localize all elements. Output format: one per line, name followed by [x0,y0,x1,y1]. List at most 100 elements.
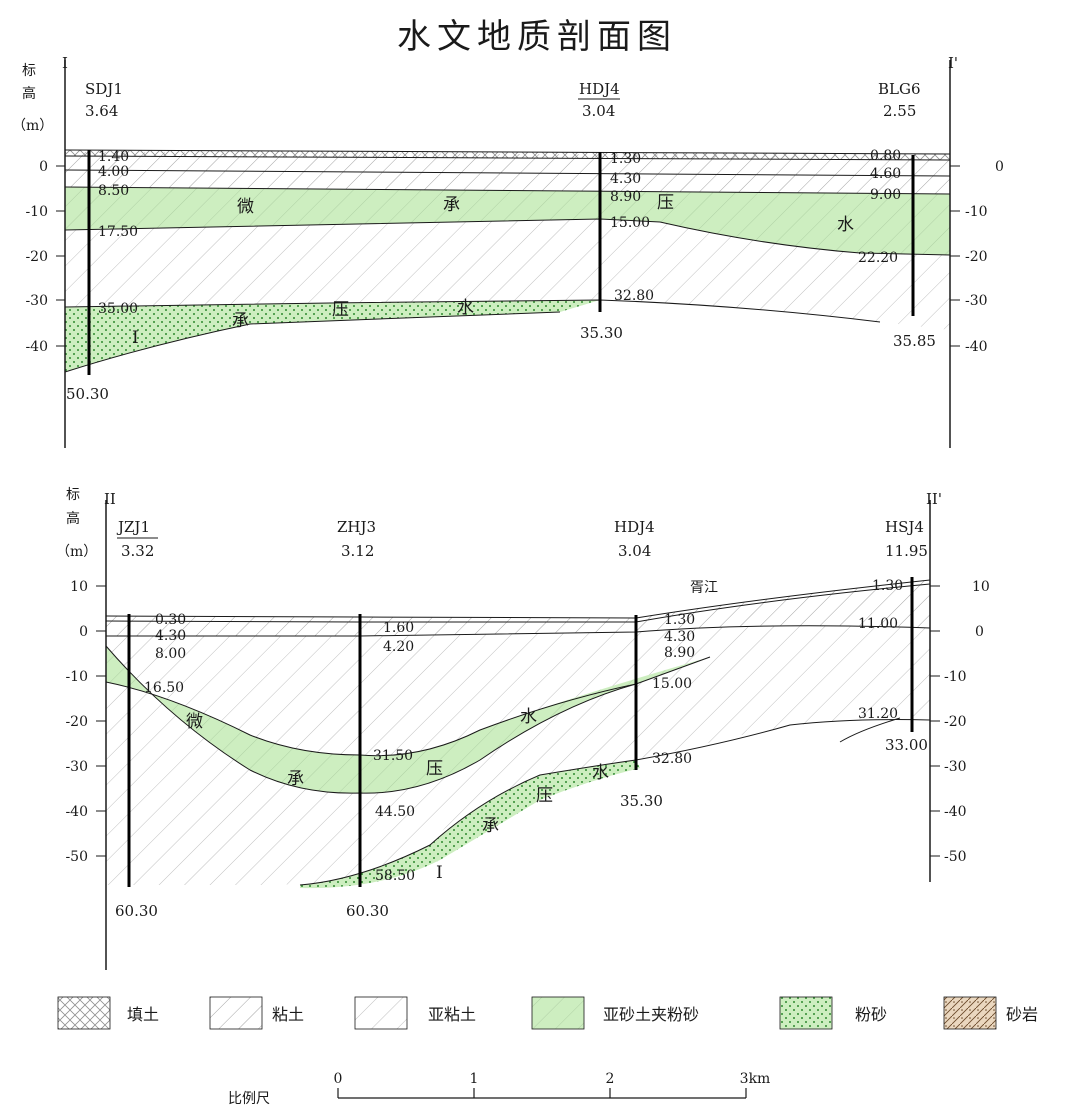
s2-subclay-layer [106,625,930,885]
s2-depth-label: 31.20 [858,706,898,722]
s1-zone-upper-char: 水 [837,215,854,235]
s2-depth-label: 1.60 [383,620,414,636]
s1-zone-lower-char: 承 [232,311,249,331]
s1-rtick-0: 0 [995,159,1004,175]
s2-depth-label: 15.00 [652,676,692,692]
scale-tick: 2 [606,1071,615,1087]
s2-tick-m40: -40 [65,804,88,820]
s2-tick-m30: -30 [65,759,88,775]
scale-tick: 0 [334,1071,343,1087]
s2-depth-label: 0.30 [155,612,186,628]
s1-bore-elev-blg6: 2.55 [883,102,916,120]
s2-tick-m10: -10 [65,669,88,685]
s1-depth-label: 1.40 [98,149,129,165]
s1-bore-name-blg6: BLG6 [878,80,921,98]
s1-bore-name-hdj4: HDJ4 [579,80,620,98]
s1-zone-lower-char: 水 [457,298,474,318]
s1-depth-label: 22.20 [858,250,898,266]
s1-bore-elev-sdj1: 3.64 [85,102,118,120]
s2-bore-name-hdj4: HDJ4 [614,518,655,536]
legend: 填土 粘土 亚粘土 亚砂土夹粉砂 粉砂 砂岩 [57,996,1038,1030]
section-2: II II' 标 高 （m） 10 0 -10 -20 -30 -40 [56,487,990,970]
s2-rtick-0: 0 [975,624,984,640]
s1-depth-label: 8.90 [610,189,641,205]
s2-tick-10: 10 [70,579,88,595]
s1-bore-elev-hdj4: 3.04 [582,102,615,120]
s2-right-mark: II' [926,490,942,508]
s2-depth-label: 4.30 [664,629,695,645]
s2-rtick-m10: -10 [944,669,967,685]
s1-zone-lower-char: 压 [332,300,349,320]
s2-axis-label-2: 高 [66,510,80,527]
s1-zone-upper-char: 压 [657,193,674,213]
s2-depth-label: 31.50 [373,748,413,764]
s1-tick-m30: -30 [25,293,48,309]
s2-rtick-m50: -50 [944,849,967,865]
s1-subclay-layer [65,219,950,330]
s2-tick-m20: -20 [65,714,88,730]
scale-tick: 1 [470,1071,479,1087]
s1-depth-label: 0.80 [870,148,901,164]
legend-label: 填土 [127,1005,159,1024]
s2-bore-elev-hsj4: 11.95 [885,542,928,560]
s2-zone-upper-char: 承 [287,769,304,789]
s1-right-mark: I' [948,54,958,72]
s2-rtick-m30: -30 [944,759,967,775]
s1-depth-label: 15.00 [610,215,650,231]
s2-river-label: 胥江 [690,580,718,596]
s2-zone-lower-char: 水 [592,763,609,783]
s1-axis-label-1: 标 [22,63,36,79]
s2-depth-label: 58.50 [375,868,415,884]
s2-left-mark: II [104,490,116,508]
s1-rtick-m30: -30 [965,293,988,309]
s2-silt-sand-layer [300,760,640,889]
legend-label: 亚砂土夹粉砂 [603,1005,699,1024]
s2-depth-label: 1.30 [872,578,903,594]
legend-swatch-silt-sand [779,996,833,1030]
s2-tick-m50: -50 [65,849,88,865]
s1-depth-label: 8.50 [98,183,129,199]
s2-axis-label-unit: （m） [56,544,97,560]
legend-swatch-sandstone [943,996,997,1030]
s2-depth-label: 1.30 [664,612,695,628]
s1-depth-label: 32.80 [614,288,654,304]
scale-tick: 3km [740,1071,771,1087]
s1-tick-m20: -20 [25,249,48,265]
s1-bottom-hdj4: 35.30 [580,324,623,342]
s2-green-layer [106,646,710,794]
s1-depth-label: 35.00 [98,301,138,317]
s1-bottom-blg6: 35.85 [893,332,936,350]
section-1: I I' 标 高 （m） 0 -10 -20 -30 -40 0 -10 -20… [12,54,1004,448]
s2-rtick-m40: -40 [944,804,967,820]
s2-bottom-jzj1: 60.30 [115,902,158,920]
s2-bore-name-zhj3: ZHJ3 [337,518,376,536]
s2-zone-lower-char: I [436,863,443,883]
scale-label: 比例尺 [228,1091,270,1107]
s1-silt-sand-layer [65,300,600,372]
s2-depth-label: 8.90 [664,645,695,661]
s1-rtick-m10: -10 [965,204,988,220]
s1-fill-layer [65,150,950,160]
s2-bottom-hdj4: 35.30 [620,792,663,810]
s1-zone-upper-char: 微 [237,197,254,217]
legend-swatch-subclay [354,996,408,1030]
s1-axis-label-unit: （m） [12,118,53,134]
s1-depth-label: 4.00 [98,164,129,180]
legend-label: 砂岩 [1006,1005,1038,1024]
s2-rtick-m20: -20 [944,714,967,730]
s1-depth-label: 9.00 [870,187,901,203]
legend-label: 亚粘土 [428,1005,476,1024]
s1-depth-label: 4.60 [870,166,901,182]
legend-label: 粉砂 [855,1005,887,1024]
s1-rtick-m40: -40 [965,339,988,355]
legend-swatch-clay [209,996,263,1030]
s2-zone-upper-char: 微 [186,712,203,732]
s2-zone-lower-char: 承 [482,816,499,836]
s2-depth-label: 4.20 [383,639,414,655]
s1-rtick-m20: -20 [965,249,988,265]
scale-bar: 比例尺 0 1 2 3km [228,1071,770,1107]
legend-swatch-sandy-loam [531,996,585,1030]
s1-bottom-sdj1: 50.30 [66,385,109,403]
s1-zone-lower-char: I [132,328,139,348]
